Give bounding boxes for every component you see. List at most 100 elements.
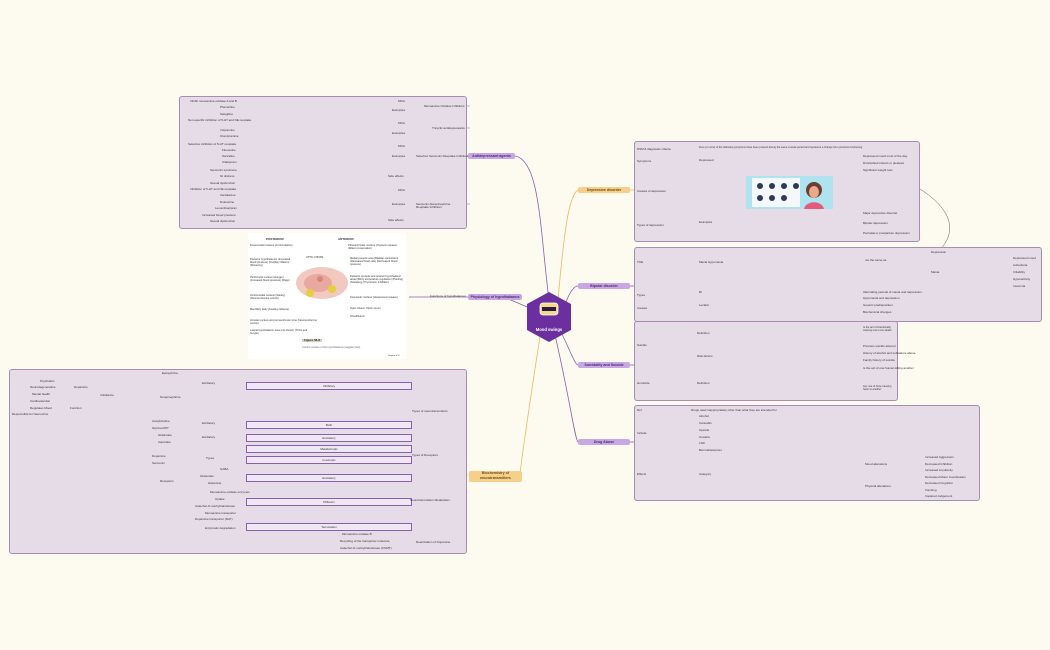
- biochem-far: Mental health: [32, 392, 51, 396]
- drug-effect: Increased impulsivity: [925, 468, 953, 472]
- drug-effect: Decreased Cognition: [925, 481, 954, 485]
- antidep-label: Duloxetine: [220, 200, 235, 204]
- depression-illustration-art: [752, 178, 824, 209]
- bipolar-right: Depression: [931, 250, 947, 254]
- drug-panel: Def Include Effects Drugs used inappropr…: [634, 405, 980, 501]
- depression-illustration: [746, 176, 833, 209]
- drug-effect: Decreased Motor Coordination: [925, 475, 966, 479]
- drug-item: Include: [637, 431, 647, 435]
- depressive-panel: DSM-5 diagnostic criteria Symptoms Cause…: [634, 141, 920, 242]
- bipolar-rr: Hyperactivity: [1013, 277, 1031, 281]
- hypo-left-label: Lateral hypothalamic area (not shown) (T…: [250, 329, 308, 335]
- bipolar-mid: Lucidal: [699, 303, 709, 307]
- metab-label: Uptake: [215, 497, 225, 501]
- bipolar-mid: Mania Hypomania: [699, 260, 724, 264]
- antidep-label: Serotonin syndrome: [210, 168, 237, 172]
- metab-label: Dopamine transporter (DAT): [195, 517, 233, 521]
- drug-item: Effects: [637, 472, 647, 476]
- biochem-category: Types of Receptors: [412, 453, 438, 457]
- bipolar-right: Mania: [931, 270, 940, 274]
- depr-criteria: Five (or more) of the following symptoms…: [699, 146, 863, 149]
- hypo-right-label: Infundibulum: [350, 315, 365, 318]
- hypo-left-label: Perifornical nucleus (Hunger) (Increased…: [250, 276, 290, 282]
- depr-item: Types of depression: [637, 223, 664, 227]
- branch-drug[interactable]: Drug Abuse: [578, 439, 630, 445]
- bipolar-type: Genetic predisposition: [863, 303, 893, 307]
- hypothalamus-figure: POSTERIOR ANTERIOR Dorsomedial nucleus (…: [248, 233, 406, 359]
- depr-right: Diminished interest or pleasure: [863, 161, 905, 165]
- antidep-class: Serotonin-Norepinephrine Reuptake Inhibi…: [416, 202, 451, 210]
- nt-label: Norepinephrine: [160, 395, 181, 399]
- bipolar-rr: Irritability: [1013, 270, 1026, 274]
- antidep-class: Selective Serotonin Reuptake Inhibitors: [416, 154, 469, 158]
- bipolar-item: TOE: [637, 260, 644, 264]
- nt-label: Glycine/ATP: [152, 426, 169, 430]
- metab-label: Monoamine transporter: [205, 511, 237, 515]
- hypo-left-label: Mamillary body (Feeding reflexes): [250, 308, 290, 311]
- antidep-label: GI distress: [220, 174, 235, 178]
- optic-chiasm-label: OPTIC CHIASM: [306, 256, 324, 259]
- nt-label: Acetylcholine: [152, 419, 170, 423]
- antidep-label: Venlafaxine: [220, 193, 236, 197]
- antidep-label: Selective inhibition of 5-HT reuptake: [188, 142, 237, 146]
- antidep-label: Citalopram: [222, 160, 237, 164]
- drug-item: Def: [637, 408, 642, 412]
- antidep-label: Clomipramine: [220, 134, 239, 138]
- nt-label: Histamine: [208, 481, 222, 485]
- biochem-far: Psychiatric: [40, 379, 55, 383]
- antidep-label: Sexual dysfunction: [210, 219, 236, 223]
- branch-depressive[interactable]: Depressive disorder: [578, 187, 630, 193]
- antidep-mid: MOA: [398, 188, 405, 192]
- antidep-mid: MOA: [398, 99, 405, 103]
- branch-antidepressant[interactable]: Antidepressant agents: [468, 153, 515, 159]
- biochem-mid: Imbalance: [100, 393, 114, 397]
- drug-include: LSD: [699, 441, 705, 445]
- branch-physiology[interactable]: Physiology of hypothalamus: [468, 294, 522, 300]
- center-node[interactable]: [526, 291, 572, 343]
- branch-suicidal[interactable]: Suicidality and Suicide: [578, 362, 630, 368]
- bipolar-item: Types: [637, 293, 646, 297]
- figure-caption: Control centers of the hypothalamus (sag…: [302, 346, 361, 349]
- antidep-label: Inhibit monoamine oxidase A and B: [190, 99, 237, 103]
- bipolar-panel: TOE Types Causes Mania Hypomania Bi Luci…: [634, 247, 1042, 322]
- depr-right: Depressed mood most of the day: [863, 154, 908, 158]
- hypo-right-label: Medial preoptic area (Bladder contractio…: [350, 257, 399, 266]
- drug-effect: Increased Aggression: [925, 455, 954, 459]
- hypothalamus-drawing: [296, 267, 348, 299]
- metab-label: Recycling of the transporter molecule: [340, 539, 390, 543]
- branch-bipolar[interactable]: Bipolar disorder: [578, 283, 630, 289]
- suicide-mid: Definition: [697, 331, 710, 335]
- bipolar-type: Alternating periods of mania and depress…: [863, 290, 922, 294]
- suicide-item: Suicide: [637, 343, 647, 347]
- nt-type: Types: [206, 456, 215, 460]
- suicide-right: Is the act of intentionally causing one'…: [863, 326, 892, 332]
- depr-right: Major depressive disorder: [863, 211, 898, 215]
- depr-types: Examples: [699, 220, 713, 224]
- antidep-mid: MOA: [398, 121, 405, 125]
- depr-item: Symptoms: [637, 159, 652, 163]
- drug-include: Cannabis: [699, 421, 712, 425]
- nt-label: Serotonin: [152, 461, 165, 465]
- functions-label: Functions of hypothalamus: [430, 294, 466, 298]
- hypo-left-label: Dorsomedial nucleus (GI stimulation): [250, 244, 293, 247]
- biochem-far: Regulates Mood: [30, 406, 52, 410]
- depr-item: DSM-5 diagnostic criteria: [637, 147, 671, 151]
- biochem-panel: Psychiatric Neurodegenerative Mental hea…: [9, 369, 467, 554]
- hypo-right-label: Posterior preoptic and anterior hypothal…: [350, 275, 403, 284]
- drug-include: Benzodiazepines: [699, 448, 722, 452]
- drug-cat: Physical alterations: [865, 484, 891, 488]
- metab-label: Monoamine oxidase enzymes: [210, 490, 250, 494]
- antidep-mid: Examples: [392, 154, 406, 158]
- drug-effects: Category: [699, 472, 712, 476]
- figure-tag: Figure 58-8: [302, 338, 323, 343]
- hypo-right-label: Paraventricular nucleus (Oxytocin releas…: [348, 244, 397, 250]
- biochem-mid: Dopamine: [74, 385, 88, 389]
- branch-biochem[interactable]: Biochemistry of neurotransmitters: [469, 471, 522, 482]
- nt-type: Excitatory: [202, 421, 216, 425]
- hypo-left-label: Posterior hypothalamus (Increased blood …: [250, 258, 291, 267]
- biochem-far: Responsible for Neurocrine: [12, 412, 49, 416]
- bipolar-type: Hypomania and depression: [863, 296, 900, 300]
- anterior-label: ANTERIOR: [338, 237, 354, 241]
- drug-effect: Decreased Inhibition: [925, 462, 953, 466]
- hypo-right-label: Optic chiasm (Optic nerve): [350, 307, 381, 310]
